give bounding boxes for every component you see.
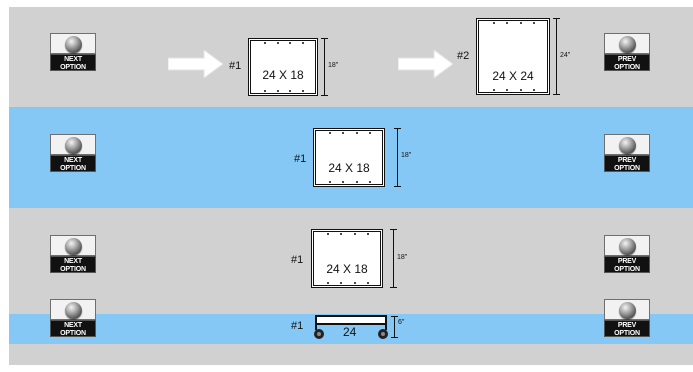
frame-rivet	[342, 181, 345, 183]
right-arrow-icon	[168, 50, 224, 78]
frame-rivet	[276, 90, 279, 92]
prev-option-label: PREV OPTION	[604, 256, 650, 273]
prev-option-label: PREV OPTION	[604, 155, 650, 172]
frame-rivet	[533, 89, 536, 91]
button-face	[50, 299, 96, 320]
button-face	[50, 235, 96, 256]
button-face	[50, 134, 96, 155]
frame-rivet	[366, 282, 369, 284]
ball-icon	[65, 238, 82, 255]
row-5-background	[9, 344, 693, 365]
height-dimension-label: 24"	[560, 52, 571, 59]
frame-size-label: 24 X 24	[492, 69, 534, 83]
height-dimension	[391, 316, 398, 338]
frame-rivet	[506, 89, 509, 91]
frame-number: #1	[291, 254, 304, 266]
frame-rivet	[368, 132, 371, 134]
frame-rivet	[492, 22, 495, 24]
cart-number: #1	[291, 320, 304, 332]
cart-size-label: 24	[343, 325, 357, 339]
button-face	[604, 235, 650, 256]
cart-icon	[314, 315, 388, 339]
height-dimension-label: 18"	[328, 62, 339, 69]
frame-rivet	[368, 181, 371, 183]
frame-rivet	[353, 233, 356, 235]
frame-rivet	[263, 90, 266, 92]
ball-icon	[619, 238, 636, 255]
next-option-label: NEXT OPTION	[50, 320, 96, 337]
frame-rivet	[276, 42, 279, 44]
frame-rivet	[355, 132, 358, 134]
button-face	[604, 33, 650, 54]
row-1-background	[9, 7, 693, 107]
frame-rivet	[342, 132, 345, 134]
frame-number: #1	[294, 153, 307, 165]
prev-option-label: PREV OPTION	[604, 54, 650, 71]
prev-option-label: PREV OPTION	[604, 320, 650, 337]
button-face	[50, 33, 96, 54]
frame-rivet	[263, 42, 266, 44]
frame-24x24: 24 X 24	[476, 18, 550, 95]
frame-rivet	[340, 233, 343, 235]
right-arrow-icon	[398, 50, 454, 78]
frame-rivet	[329, 132, 332, 134]
frame-24x18: 24 X 18	[311, 229, 383, 288]
height-dimension	[390, 229, 397, 288]
ball-icon	[65, 36, 82, 53]
frame-rivet	[329, 181, 332, 183]
frame-rivet	[327, 233, 330, 235]
frame-24x18: 24 X 18	[313, 128, 385, 187]
frame-rivet	[340, 282, 343, 284]
frame-rivet	[353, 282, 356, 284]
frame-rivet	[519, 22, 522, 24]
button-face	[604, 299, 650, 320]
button-face	[604, 134, 650, 155]
frame-rivet	[355, 181, 358, 183]
frame-24x18: 24 X 18	[248, 38, 318, 96]
frame-number: #1	[229, 60, 242, 72]
frame-number: #2	[457, 50, 470, 62]
frame-rivet	[289, 42, 292, 44]
frame-size-label: 24 X 18	[328, 161, 370, 175]
frame-rivet	[506, 22, 509, 24]
frame-rivet	[533, 22, 536, 24]
frame-size-label: 24 X 18	[262, 68, 304, 82]
ball-icon	[65, 302, 82, 319]
ball-icon	[65, 137, 82, 154]
next-option-label: NEXT OPTION	[50, 54, 96, 71]
ball-icon	[619, 302, 636, 319]
height-dimension	[553, 18, 560, 95]
frame-rivet	[289, 90, 292, 92]
frame-rivet	[302, 42, 305, 44]
next-option-label: NEXT OPTION	[50, 155, 96, 172]
height-dimension	[321, 38, 328, 96]
height-dimension-label: 6"	[398, 319, 405, 326]
height-dimension	[394, 128, 401, 187]
frame-rivet	[302, 90, 305, 92]
ball-icon	[619, 36, 636, 53]
frame-rivet	[366, 233, 369, 235]
frame-rivet	[519, 89, 522, 91]
height-dimension-label: 18"	[401, 152, 412, 159]
frame-size-label: 24 X 18	[326, 262, 368, 276]
next-option-label: NEXT OPTION	[50, 256, 96, 273]
frame-rivet	[492, 89, 495, 91]
height-dimension-label: 18"	[397, 254, 408, 261]
ball-icon	[619, 137, 636, 154]
frame-rivet	[327, 282, 330, 284]
